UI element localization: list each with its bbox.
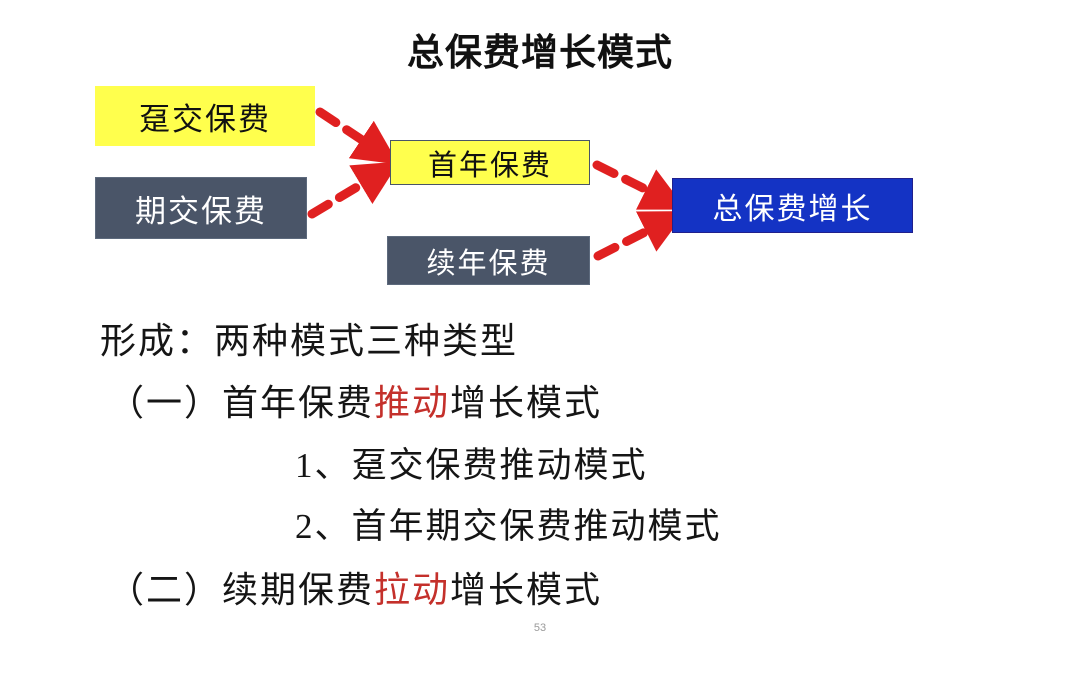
diagram-node-label: 总保费增长	[712, 192, 873, 226]
section-one-suffix: 增长模式	[450, 383, 603, 423]
page-number: 53	[533, 622, 547, 634]
body-line-section-one: （一）首年保费推动增长模式	[108, 374, 602, 426]
section-two-suffix: 增长模式	[450, 570, 603, 610]
diagram-node-label: 首年保费	[427, 149, 552, 182]
diagram-node-dunjiao[interactable]: 趸交保费	[95, 86, 315, 146]
arrow-dunjiao-to-shounian	[315, 107, 399, 165]
diagram-node-label: 趸交保费	[139, 101, 271, 137]
diagram-node-xunian[interactable]: 续年保费	[387, 236, 590, 285]
diagram-node-total-premium-growth[interactable]: 总保费增长	[672, 178, 913, 233]
diagram-node-shounian[interactable]: 首年保费	[390, 140, 590, 185]
page-title: 总保费增长模式	[407, 32, 673, 73]
diagram-node-label: 续年保费	[426, 247, 551, 280]
body-line-item-2: 2、首年期交保费推动模式	[295, 507, 722, 546]
arrow-xunian-to-total	[593, 211, 687, 261]
diagram-node-label: 期交保费	[135, 193, 267, 229]
arrow-qijiao-to-shounian	[307, 161, 400, 219]
section-two-highlight: 拉动	[374, 570, 451, 610]
section-one-prefix: （一）首年保费	[108, 383, 375, 423]
section-one-highlight: 推动	[374, 383, 451, 423]
arrow-shounian-to-total	[592, 160, 687, 210]
body-line-section-two: （二）续期保费拉动增长模式	[108, 561, 602, 613]
body-line-formation: 形成：两种模式三种类型	[100, 321, 519, 361]
body-line-item-1: 1、趸交保费推动模式	[295, 446, 648, 485]
section-two-prefix: （二）续期保费	[108, 570, 375, 610]
diagram-node-qijiao[interactable]: 期交保费	[95, 177, 307, 239]
